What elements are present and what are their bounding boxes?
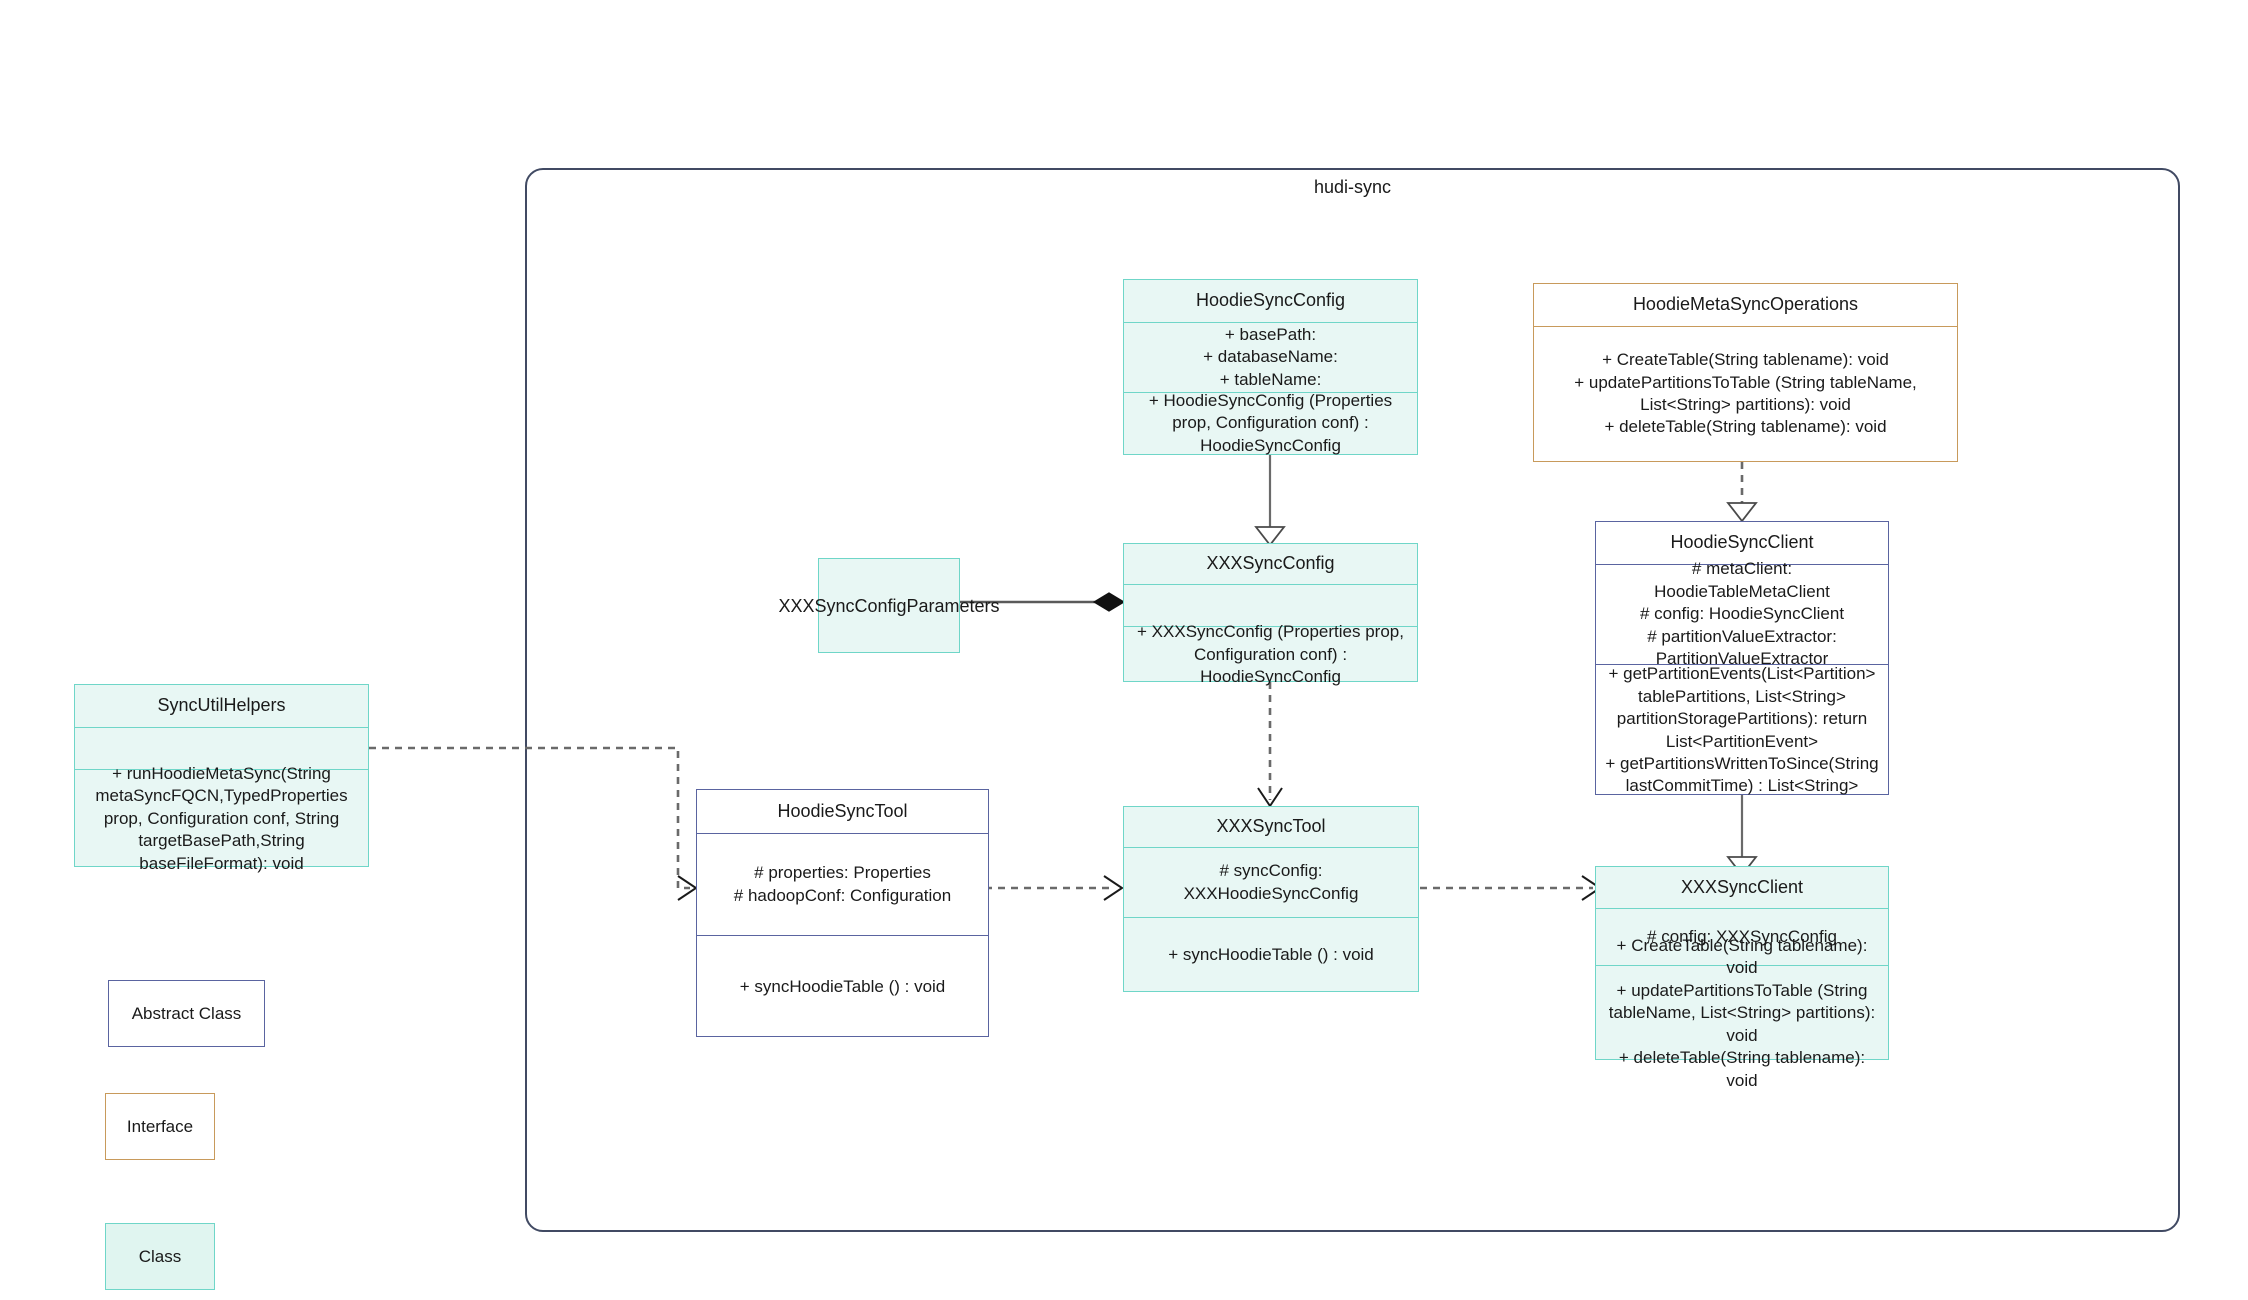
class-name-syncutilhelpers: SyncUtilHelpers xyxy=(157,695,286,716)
class-box-xxxsynctool[interactable]: XXXSyncTool # syncConfig: XXXHoodieSyncC… xyxy=(1123,806,1419,992)
class-name-hoodiesyncconfig: HoodieSyncConfig xyxy=(1195,290,1346,311)
class-box-hoodiesyncconfig[interactable]: HoodieSyncConfig + basePath: + databaseN… xyxy=(1123,279,1418,455)
legend-item-interface: Interface xyxy=(105,1093,215,1160)
method-row: + syncHoodieTable () : void xyxy=(739,976,946,996)
attribute-row: + databaseName: xyxy=(1203,347,1338,367)
class-attributes-xxxsyncconfig xyxy=(1124,584,1417,626)
class-methods-syncutilhelpers: + runHoodieMetaSync(String metaSyncFQCN,… xyxy=(75,764,368,873)
class-methods-xxxsynctool: + syncHoodieTable () : void xyxy=(1124,917,1418,993)
method-row: + HoodieSyncConfig (Properties prop, Con… xyxy=(1148,390,1393,455)
class-box-xxxsyncclient[interactable]: XXXSyncClient # config: XXXSyncConfig + … xyxy=(1595,866,1889,1090)
method-row: + CreateTable(String tablename): void xyxy=(1602,350,1889,370)
legend-label: Abstract Class xyxy=(131,1003,242,1023)
class-name-hoodiesynctool: HoodieSyncTool xyxy=(777,800,908,821)
attribute-row: # syncConfig: XXXHoodieSyncConfig xyxy=(1183,861,1359,903)
class-name-xxxsyncconfig: XXXSyncConfig xyxy=(1206,553,1335,574)
attribute-row: # partitionValueExtractor: PartitionValu… xyxy=(1647,626,1837,669)
method-row: + updatePartitionsToTable (String tableN… xyxy=(1608,980,1876,1045)
class-name-xxxsyncconfigparameters: XXXSyncConfigParameters xyxy=(778,595,1000,616)
package-container-hudi-sync xyxy=(525,168,2180,1232)
class-attributes-xxxsyncclient: # config: XXXSyncConfig xyxy=(1596,908,1888,965)
attribute-row: # properties: Properties xyxy=(754,863,931,883)
class-attributes-hoodiesyncconfig: + basePath: + databaseName: + tableName: xyxy=(1124,322,1417,392)
class-box-hoodiemetasyncoperations[interactable]: HoodieMetaSyncOperations + CreateTable(S… xyxy=(1533,283,1958,462)
class-box-syncutilhelpers[interactable]: SyncUtilHelpers + runHoodieMetaSync(Stri… xyxy=(74,684,369,873)
method-row: + getPartitionsWrittenToSince(String las… xyxy=(1605,753,1879,796)
method-row: + updatePartitionsToTable (String tableN… xyxy=(1574,372,1917,414)
class-box-hoodiesynctool[interactable]: HoodieSyncTool # properties: Properties … xyxy=(696,789,989,1037)
attribute-row: + tableName: xyxy=(1219,369,1322,389)
class-box-xxxsyncconfigparameters[interactable]: XXXSyncConfigParameters xyxy=(778,558,1000,653)
method-row: + runHoodieMetaSync(String metaSyncFQCN,… xyxy=(95,763,348,873)
class-name-hoodiesyncclient: HoodieSyncClient xyxy=(1670,532,1814,553)
legend-item-abstract-class: Abstract Class xyxy=(108,980,265,1047)
class-methods-hoodiesynctool: + syncHoodieTable () : void xyxy=(697,935,988,1038)
class-attributes-hoodiesyncclient: # metaClient: HoodieTableMetaClient # co… xyxy=(1596,559,1888,668)
legend-label: Interface xyxy=(126,1116,194,1136)
attribute-row: # config: HoodieSyncClient xyxy=(1639,604,1845,624)
attribute-row: # config: XXXSyncConfig xyxy=(1647,926,1837,946)
class-methods-xxxsyncconfig: + XXXSyncConfig (Properties prop, Config… xyxy=(1124,622,1417,686)
method-row: + CreateTable(String tablename): void xyxy=(1616,935,1868,978)
class-attributes-syncutilhelpers xyxy=(75,727,368,769)
class-box-xxxsyncconfig[interactable]: XXXSyncConfig + XXXSyncConfig (Propertie… xyxy=(1123,543,1418,686)
class-methods-xxxsyncclient: + CreateTable(String tablename): void + … xyxy=(1596,936,1888,1090)
attribute-row: # hadoopConf: Configuration xyxy=(733,885,952,905)
method-row: + syncHoodieTable () : void xyxy=(1168,945,1374,965)
class-name-xxxsyncclient: XXXSyncClient xyxy=(1680,876,1804,897)
class-methods-hoodiemetasyncoperations: + CreateTable(String tablename): void + … xyxy=(1534,326,1957,461)
package-title: hudi-sync xyxy=(1313,177,1392,197)
legend-item-class: Class xyxy=(105,1223,215,1290)
attribute-row: # metaClient: HoodieTableMetaClient xyxy=(1654,559,1830,601)
method-row: + XXXSyncConfig (Properties prop, Config… xyxy=(1137,622,1404,687)
class-methods-hoodiesyncclient: + getPartitionEvents(List<Partition> tab… xyxy=(1596,664,1888,796)
method-row: + deleteTable(String tablename): void xyxy=(1604,417,1887,437)
legend-label: Class xyxy=(138,1246,182,1266)
attribute-row: + basePath: xyxy=(1224,324,1317,344)
class-name-hoodiemetasyncoperations: HoodieMetaSyncOperations xyxy=(1632,294,1859,315)
class-attributes-hoodiesynctool: # properties: Properties # hadoopConf: C… xyxy=(697,833,988,935)
class-methods-hoodiesyncconfig: + HoodieSyncConfig (Properties prop, Con… xyxy=(1124,390,1417,455)
method-row: + deleteTable(String tablename): void xyxy=(1618,1048,1866,1090)
class-name-xxxsynctool: XXXSyncTool xyxy=(1216,816,1326,837)
class-attributes-xxxsynctool: # syncConfig: XXXHoodieSyncConfig xyxy=(1124,847,1418,917)
class-box-hoodiesyncclient[interactable]: HoodieSyncClient # metaClient: HoodieTab… xyxy=(1595,521,1889,795)
method-row: + getPartitionEvents(List<Partition> tab… xyxy=(1608,664,1876,751)
